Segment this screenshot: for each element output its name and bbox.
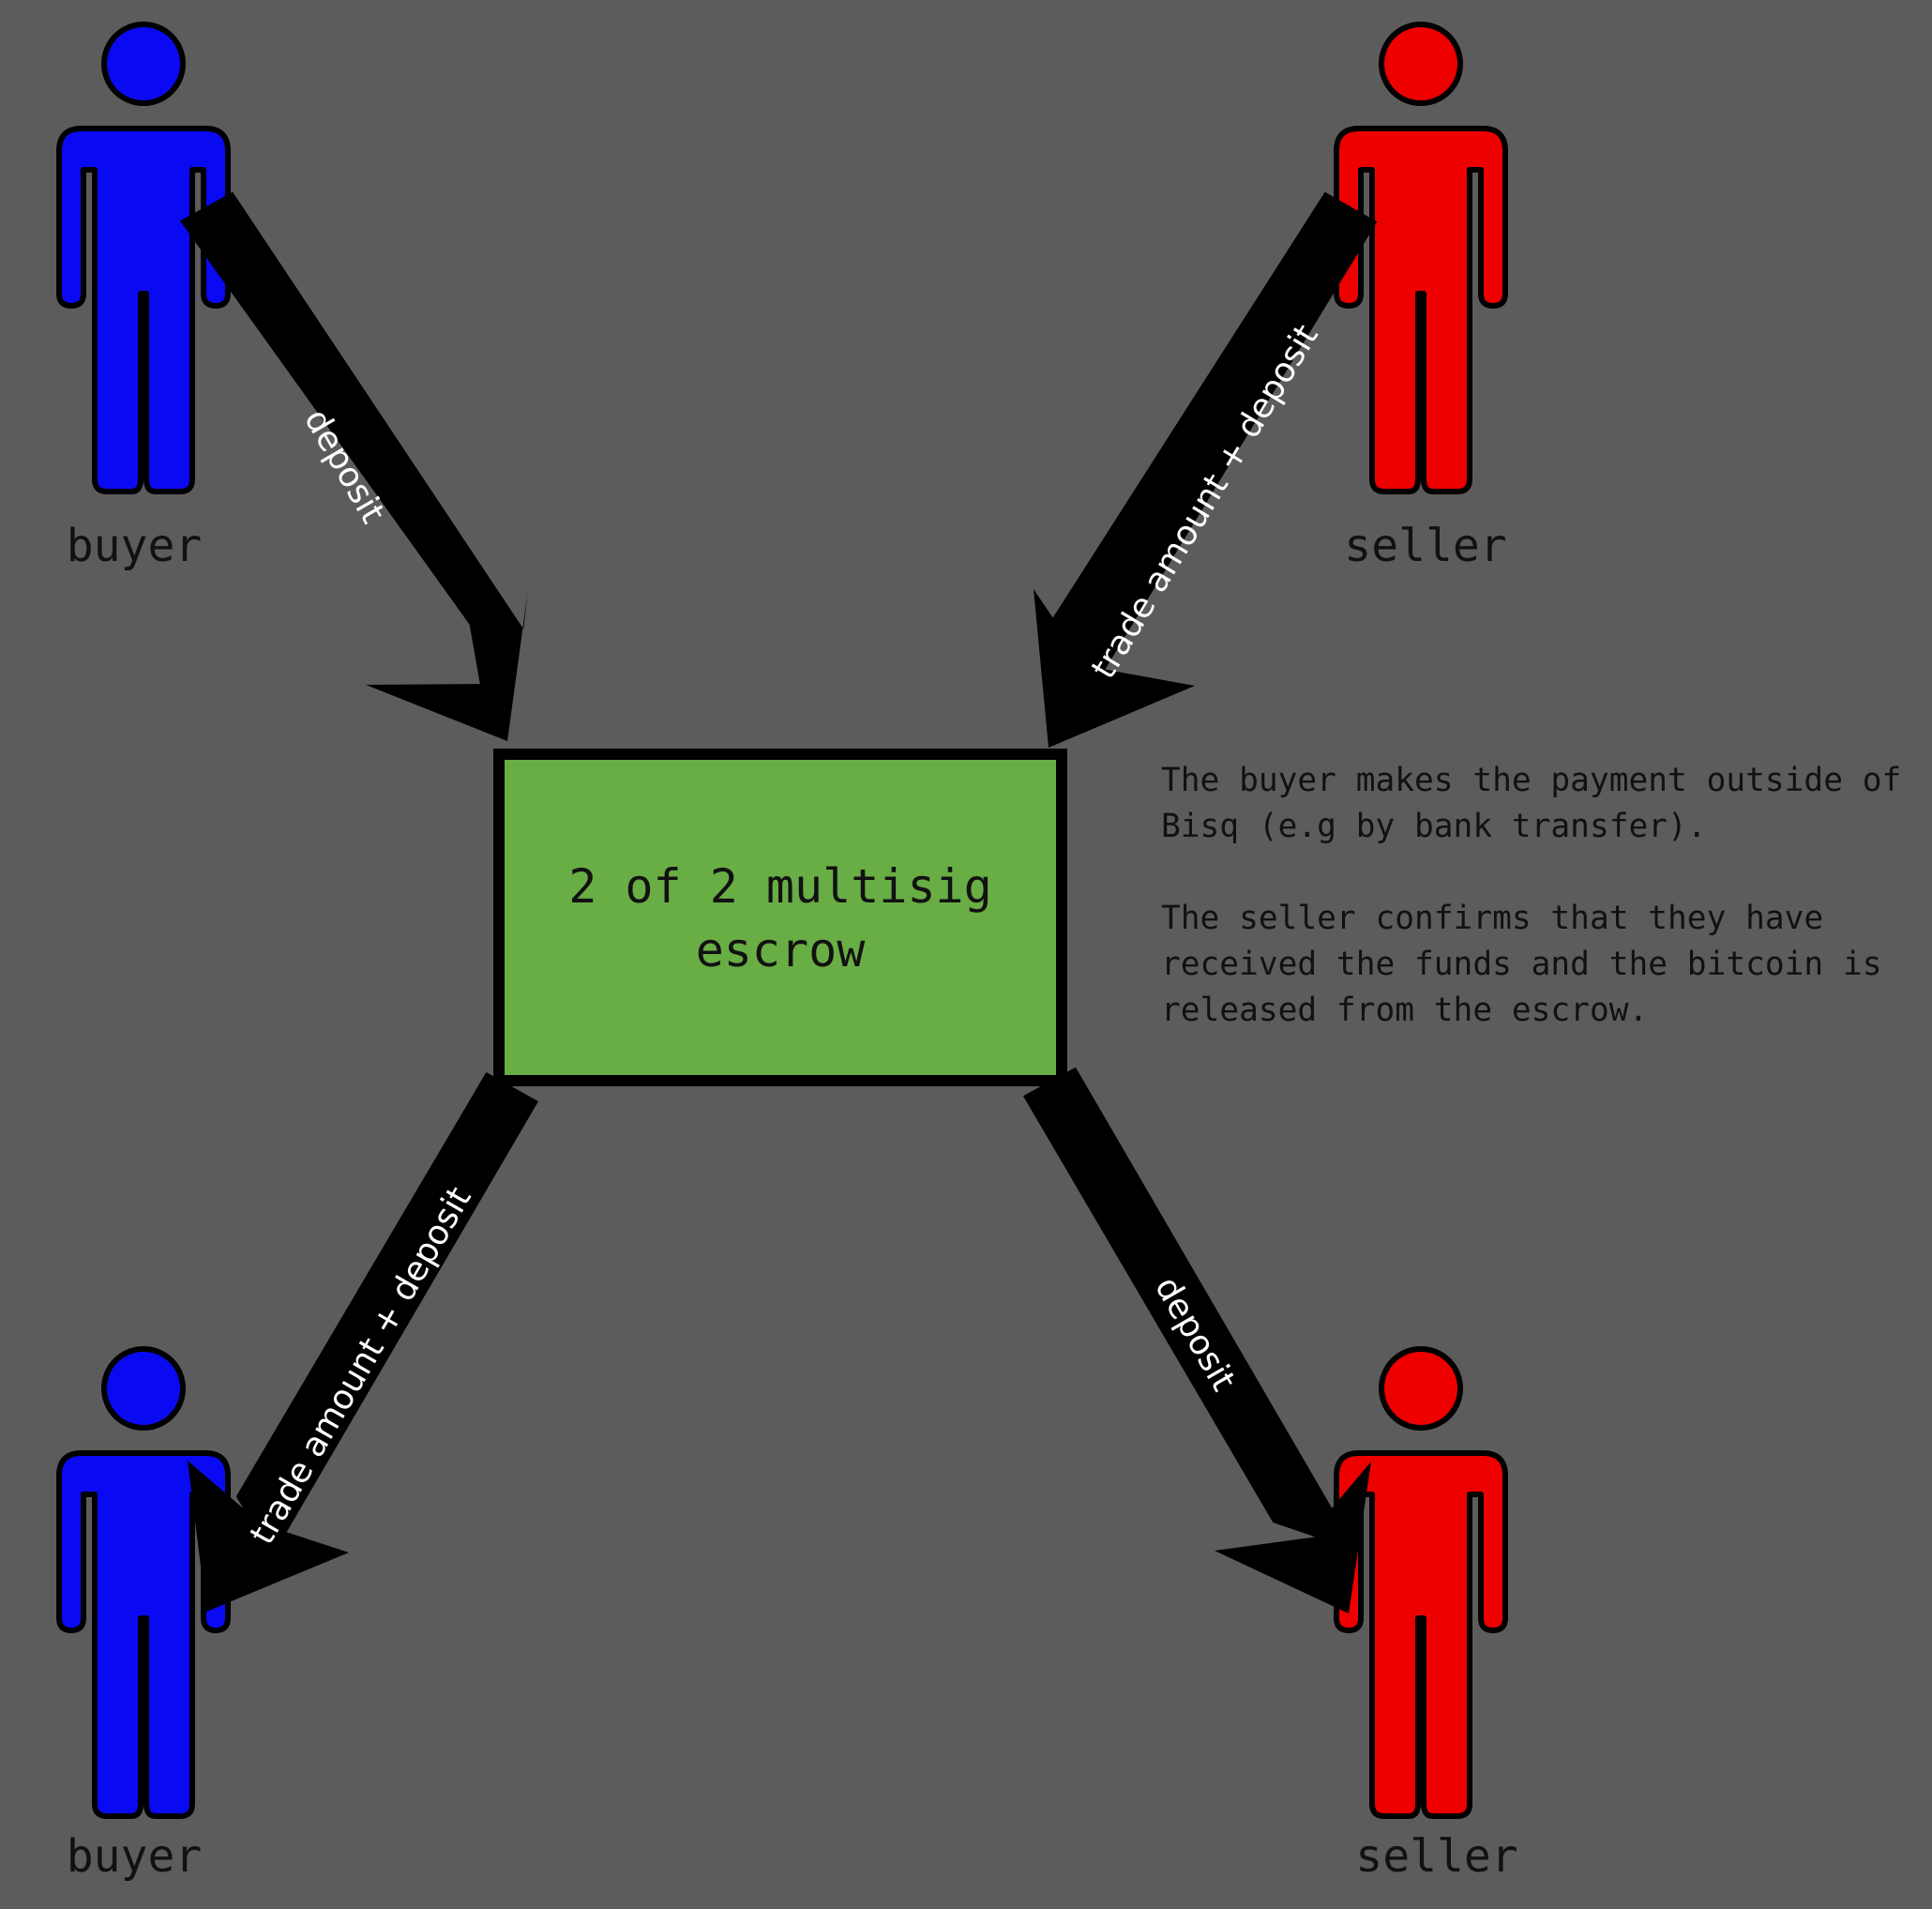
escrow-label-line1: 2 of 2 multisig bbox=[568, 859, 992, 914]
explanation-note: The buyer makes the payment outside of B… bbox=[1161, 758, 1930, 1080]
escrow-label-line2: escrow bbox=[696, 923, 867, 977]
arrow-seller-to-escrow bbox=[1034, 191, 1378, 749]
arrow-buyer-to-escrow bbox=[179, 191, 528, 742]
seller-icon-bottom bbox=[1336, 1349, 1505, 1816]
seller-label-top: seller bbox=[1344, 520, 1506, 572]
buyer-label-top: buyer bbox=[67, 520, 203, 572]
arrow-escrow-to-buyer bbox=[188, 1072, 538, 1612]
note-paragraph-payment: The buyer makes the payment outside of B… bbox=[1161, 758, 1930, 850]
buyer-icon-top bbox=[59, 24, 228, 492]
seller-label-bottom: seller bbox=[1355, 1830, 1517, 1883]
arrow-escrow-to-seller bbox=[1022, 1067, 1371, 1614]
escrow-box bbox=[493, 749, 1067, 1086]
note-line: Bisq (e.g by bank transfer). bbox=[1161, 808, 1707, 845]
buyer-label-bottom: buyer bbox=[67, 1830, 203, 1883]
note-line: The buyer makes the payment outside of bbox=[1161, 762, 1902, 799]
seller-icon-top bbox=[1336, 24, 1505, 492]
arrow-label-seller-to-escrow: trade amount + deposit bbox=[1084, 318, 1326, 686]
buyer-icon-bottom bbox=[59, 1349, 228, 1816]
arrow-label-escrow-to-buyer: trade amount + deposit bbox=[243, 1181, 479, 1552]
note-line: The seller confirms that they have bbox=[1161, 900, 1824, 937]
note-line: released from the escrow. bbox=[1161, 992, 1649, 1029]
note-line: received the funds and the bitcoin is bbox=[1161, 946, 1882, 983]
note-paragraph-confirmation: The seller confirms that they have recei… bbox=[1161, 896, 1930, 1034]
